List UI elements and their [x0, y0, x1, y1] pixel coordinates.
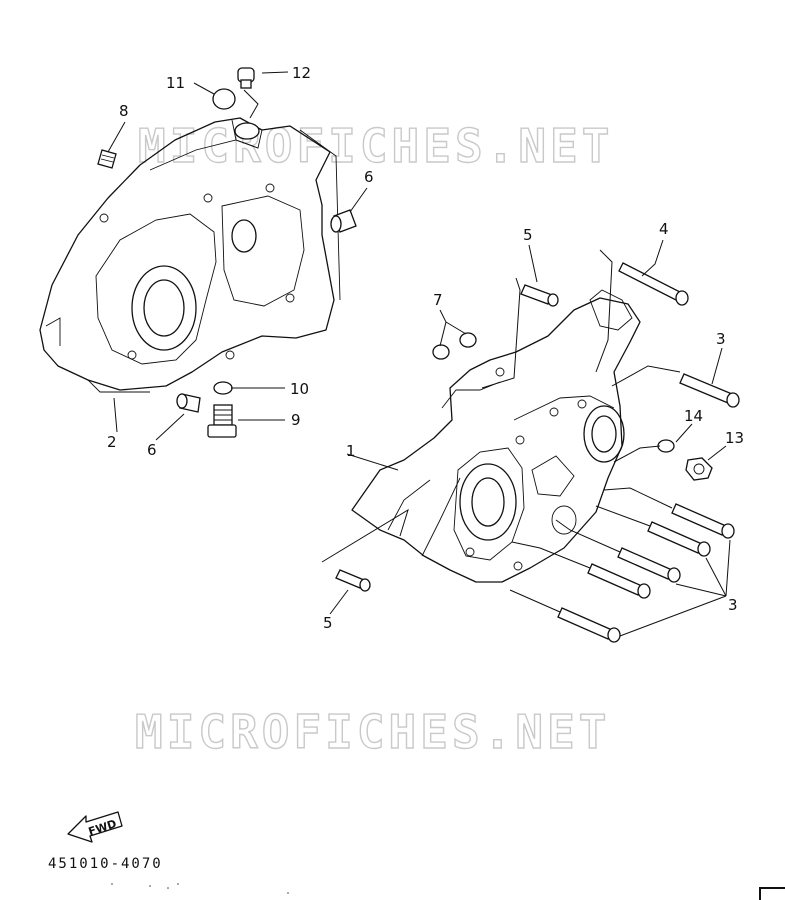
watermark-top: MICROFICHES.NET: [138, 119, 613, 173]
callout-3-lower: 3: [728, 596, 738, 614]
plug-screw-8: [97, 149, 117, 169]
scan-specks: [111, 883, 289, 894]
corner-mark: [759, 887, 785, 900]
callout-3-upper: 3: [716, 330, 726, 348]
dowel-pin-upper: [330, 209, 357, 233]
callout-10: 10: [290, 380, 309, 398]
dowel-pin-lower: [176, 393, 201, 413]
bolt-group-part-3: [557, 503, 735, 643]
breather-fitting: [237, 67, 255, 89]
callout-14: 14: [684, 407, 703, 425]
callout-4: 4: [659, 220, 669, 238]
bolt-part-5-lower: [335, 569, 371, 592]
callout-12: 12: [292, 64, 311, 82]
callout-6-left: 6: [147, 441, 157, 459]
cap-part-11: [212, 88, 236, 110]
callout-9: 9: [291, 411, 301, 429]
bolt-part-3-upper: [679, 373, 740, 408]
callout-11: 11: [166, 74, 185, 92]
bolt-part-13: [685, 457, 713, 481]
callout-7: 7: [433, 291, 443, 309]
leader-lines: [107, 71, 731, 637]
left-crankcase: [39, 117, 341, 393]
callout-1: 1: [346, 442, 356, 460]
dowel-pin-7a: [432, 344, 450, 360]
drain-bolt-9: [207, 404, 237, 438]
callout-2: 2: [107, 433, 117, 451]
bolt-part-4: [618, 262, 689, 306]
bolt-part-5-upper: [520, 284, 559, 307]
dowel-pin-7b: [459, 332, 477, 348]
callout-6-right: 6: [364, 168, 374, 186]
washer-part-14: [657, 439, 675, 453]
washer-part-10: [213, 381, 233, 395]
callout-13: 13: [725, 429, 744, 447]
forward-direction-arrow-icon: FWD: [67, 811, 123, 843]
callout-5-lower: 5: [323, 614, 333, 632]
callout-5-upper: 5: [523, 226, 533, 244]
watermark-bottom: MICROFICHES.NET: [135, 705, 610, 759]
right-crankcase: [351, 289, 641, 583]
callout-8: 8: [119, 102, 129, 120]
drawing-number: 451010-4070: [48, 856, 163, 872]
